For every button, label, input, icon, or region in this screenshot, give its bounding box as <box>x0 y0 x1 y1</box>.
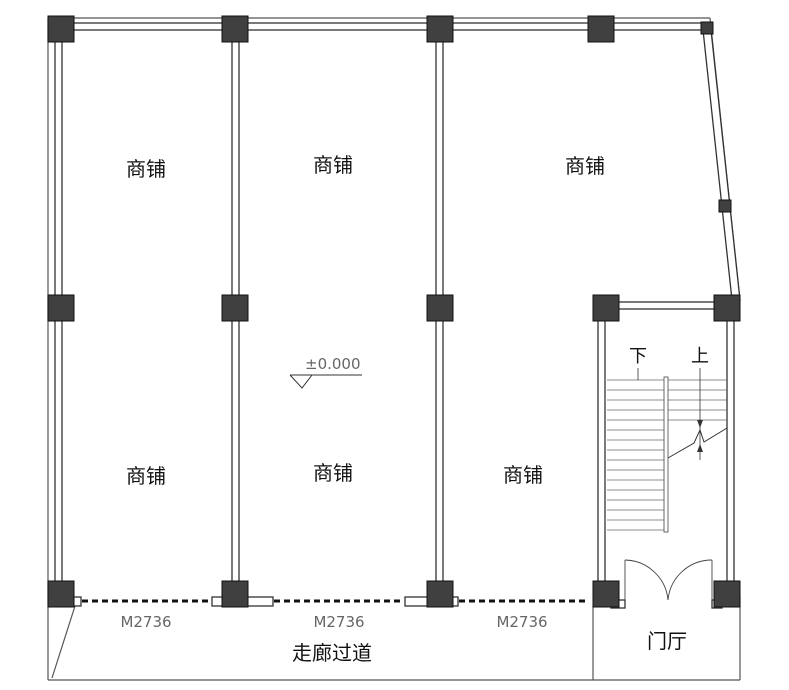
elevation-marker: ±0.000 <box>289 355 362 389</box>
column <box>426 294 454 322</box>
door-tag-1: M2736 <box>120 613 171 631</box>
column <box>713 294 741 322</box>
column <box>221 15 249 43</box>
column <box>221 294 249 322</box>
column <box>713 580 741 608</box>
door-tag-3: M2736 <box>496 613 547 631</box>
stair-treads-left <box>607 379 664 531</box>
room-label-shop-6: 商铺 <box>503 463 543 487</box>
column <box>47 294 75 322</box>
double-door <box>624 559 713 601</box>
column <box>592 580 620 608</box>
stair-down-label: 下 <box>629 346 647 367</box>
staircase <box>607 368 728 533</box>
column <box>47 580 75 608</box>
stair-handrail <box>663 376 669 533</box>
room-label-corridor: 走廊过道 <box>292 641 372 665</box>
elevation-label: ±0.000 <box>305 355 361 373</box>
column <box>700 21 714 35</box>
door-tags: M2736 M2736 M2736 <box>120 613 547 631</box>
room-labels: 商铺 商铺 商铺 商铺 商铺 商铺 走廊过道 门厅 <box>126 153 687 665</box>
room-label-shop-3: 商铺 <box>565 154 605 178</box>
column <box>718 199 732 213</box>
door-tag-2: M2736 <box>313 613 364 631</box>
room-label-shop-1: 商铺 <box>126 157 166 181</box>
stair-break-line <box>667 427 728 459</box>
room-label-shop-2: 商铺 <box>313 153 353 177</box>
column <box>221 580 249 608</box>
stair-labels: 下 上 <box>629 346 709 367</box>
column <box>426 15 454 43</box>
column <box>47 15 75 43</box>
up-arrow-head <box>697 420 703 428</box>
stair-up-label: 上 <box>691 346 709 367</box>
columns <box>47 15 741 608</box>
up-arrow-tail <box>697 444 703 452</box>
room-label-shop-4: 商铺 <box>126 464 166 488</box>
room-label-shop-5: 商铺 <box>313 461 353 485</box>
column <box>426 580 454 608</box>
stair-treads-right <box>668 379 727 421</box>
room-label-lobby: 门厅 <box>647 629 687 653</box>
column <box>587 15 615 43</box>
column <box>592 294 620 322</box>
